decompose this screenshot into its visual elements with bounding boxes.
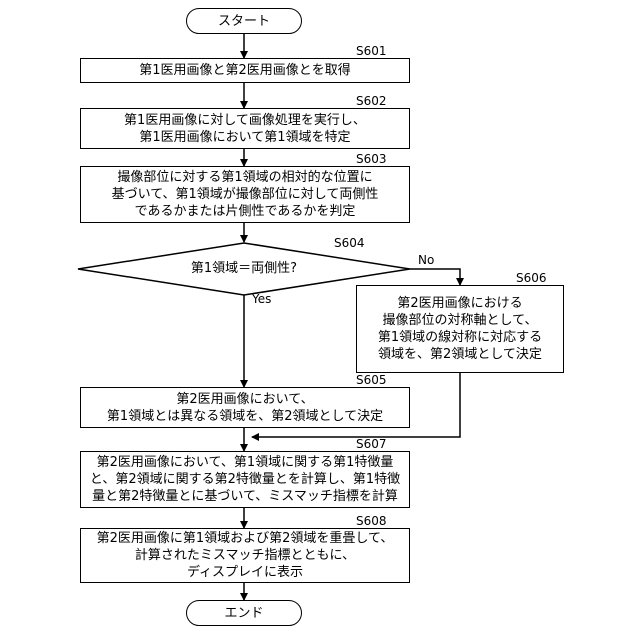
branch-no-label: No (418, 253, 434, 267)
process-s601-text: 第1医用画像と第2医用画像とを取得 (139, 62, 351, 79)
end-terminal: エンド (186, 600, 302, 626)
branch-yes-label: Yes (252, 292, 271, 306)
start-label: スタート (218, 13, 270, 30)
end-label: エンド (224, 605, 263, 622)
process-s607-text: 第2医用画像において、第1領域に関する第1特徴量 と、第2領域に関する第2特徴量… (90, 454, 400, 505)
process-s603-text: 撮像部位に対する第1領域の相対的な位置に 基づいて、第1領域が撮像部位に対して両… (112, 169, 379, 220)
process-s603: 撮像部位に対する第1領域の相対的な位置に 基づいて、第1領域が撮像部位に対して両… (80, 166, 410, 223)
decision-s604-text: 第1領域＝両側性? (164, 261, 324, 277)
step-id-s605: S605 (356, 373, 387, 387)
step-id-s608: S608 (356, 514, 387, 528)
arrow-no-s606 (410, 269, 460, 285)
process-s605-text: 第2医用画像において、 第1領域とは異なる領域を、第2領域として決定 (107, 391, 383, 425)
process-s607: 第2医用画像において、第1領域に関する第1特徴量 と、第2領域に関する第2特徴量… (80, 451, 410, 508)
step-id-s607: S607 (356, 437, 387, 451)
start-terminal: スタート (186, 8, 302, 34)
process-s606-text: 第2医用画像における 撮像部位の対称軸として、 第1領域の線対称に対応する 領域… (378, 295, 542, 363)
process-s608: 第2医用画像に第1領域および第2領域を重畳して、 計算されたミスマッチ指標ととも… (80, 528, 410, 583)
process-s601: 第1医用画像と第2医用画像とを取得 (80, 58, 410, 83)
process-s608-text: 第2医用画像に第1領域および第2領域を重畳して、 計算されたミスマッチ指標ととも… (97, 530, 394, 581)
process-s602-text: 第1医用画像に対して画像処理を実行し、 第1医用画像において第1領域を特定 (124, 112, 366, 146)
step-id-s602: S602 (356, 94, 387, 108)
process-s602: 第1医用画像に対して画像処理を実行し、 第1医用画像において第1領域を特定 (80, 108, 410, 149)
process-s605: 第2医用画像において、 第1領域とは異なる領域を、第2領域として決定 (80, 387, 410, 428)
process-s606: 第2医用画像における 撮像部位の対称軸として、 第1領域の線対称に対応する 領域… (356, 285, 564, 373)
step-id-s604: S604 (334, 236, 365, 250)
step-id-s606: S606 (516, 271, 547, 285)
step-id-s603: S603 (356, 152, 387, 166)
step-id-s601: S601 (356, 44, 387, 58)
